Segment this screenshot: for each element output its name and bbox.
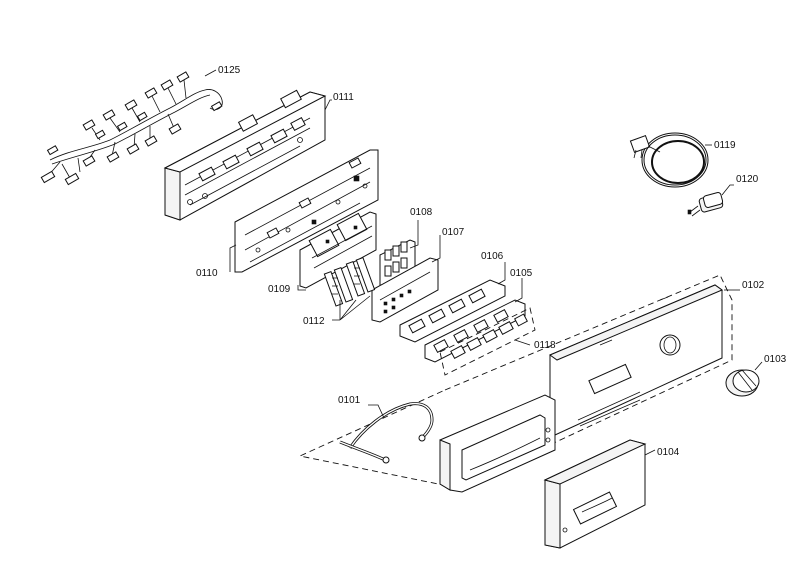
part-0101-seal-tube <box>339 402 434 464</box>
part-0112-light-guides <box>323 257 376 307</box>
part-0104-drawer-front <box>543 439 647 549</box>
callout-0110: 0110 <box>196 268 218 279</box>
part-0125-wiring-harness <box>40 71 223 186</box>
callout-0105: 0105 <box>510 268 533 279</box>
callout-0108: 0108 <box>410 207 433 218</box>
part-0118-push-buttons <box>450 313 528 360</box>
callout-0104: 0104 <box>657 447 680 458</box>
callout-0112: 0112 <box>303 316 325 327</box>
part-0119-power-cord <box>629 132 709 188</box>
callout-0118: 0118 <box>534 340 556 351</box>
part-0120-interference-filter <box>687 192 724 217</box>
part-front-frame <box>439 394 556 493</box>
part-0105-push-button-rail <box>424 299 526 363</box>
callout-0109: 0109 <box>268 284 291 295</box>
group-0118-outline <box>439 307 536 376</box>
part-0102-fascia-panel <box>548 284 724 436</box>
callout-0119: 0119 <box>714 140 736 151</box>
part-0111-control-housing <box>163 89 327 221</box>
part-0109-display-board <box>299 211 377 289</box>
callout-0101: 0101 <box>338 395 361 406</box>
callout-0125: 0125 <box>218 65 241 76</box>
part-0103-program-knob <box>725 369 760 397</box>
callout-0106: 0106 <box>481 251 504 262</box>
callout-0120: 0120 <box>736 174 759 185</box>
part-0107-label-panel <box>371 257 439 323</box>
callout-0102: 0102 <box>742 280 765 291</box>
group-0102-outline <box>298 274 733 489</box>
callout-0103: 0103 <box>764 354 787 365</box>
part-0110-main-circuit-board <box>234 149 379 273</box>
callout-0107: 0107 <box>442 227 465 238</box>
callout-0111: 0111 <box>333 92 354 103</box>
part-0106-button-frame <box>399 279 506 343</box>
